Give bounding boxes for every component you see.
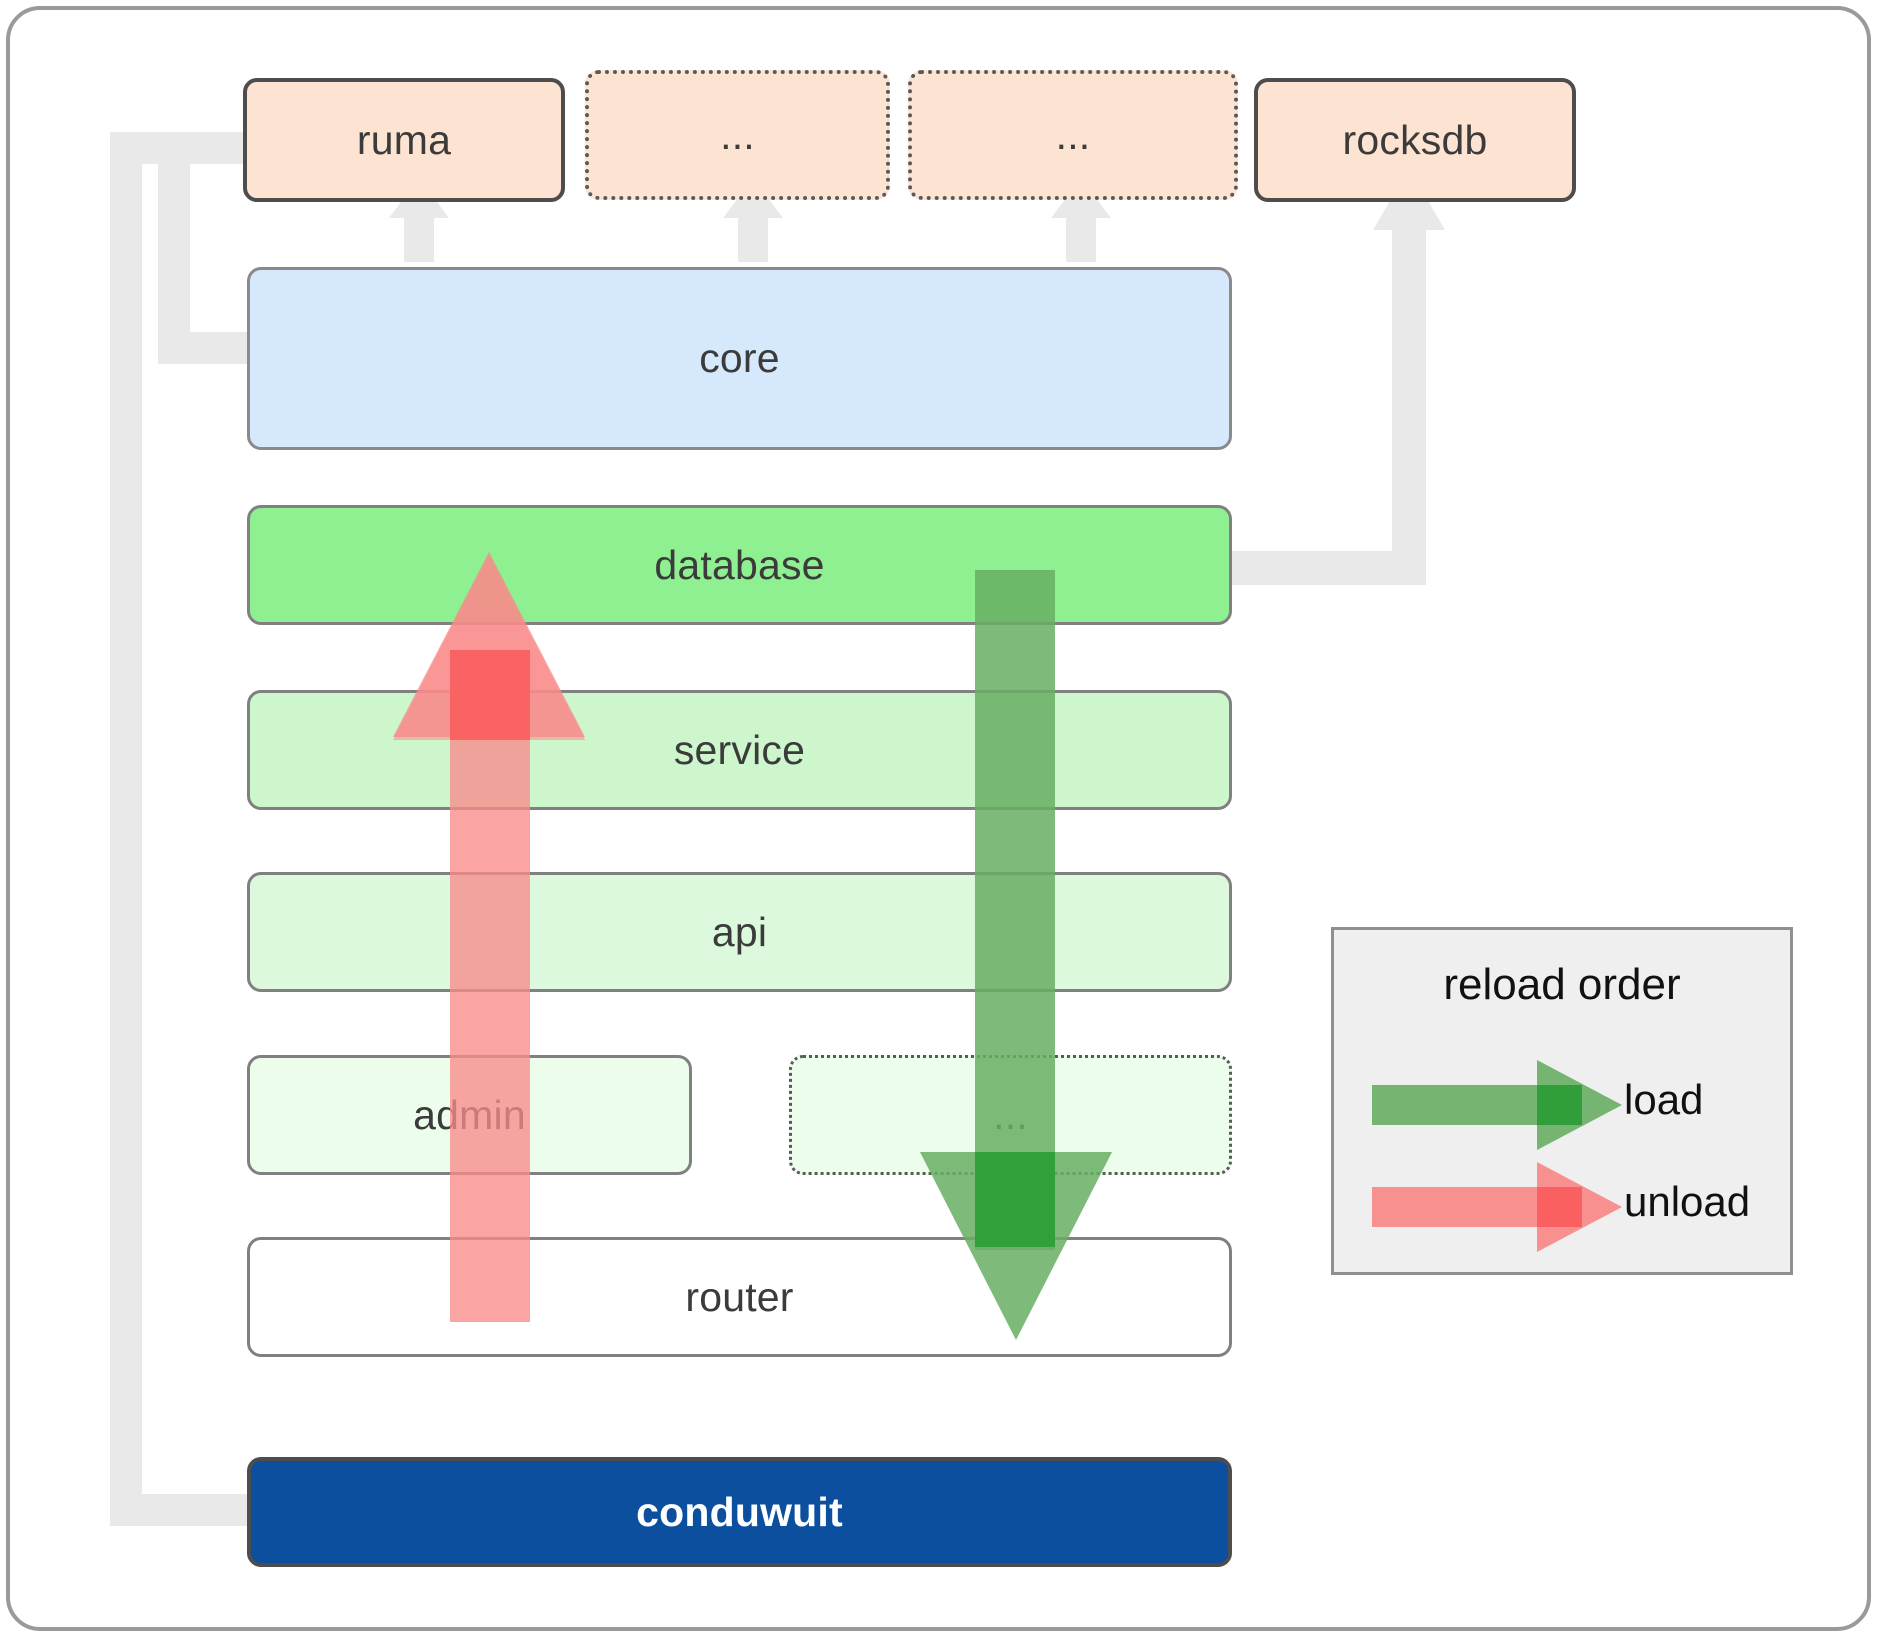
node-label: ruma bbox=[356, 116, 452, 163]
node-top-ellipsis-1[interactable]: ... bbox=[585, 70, 890, 200]
unload-arrow-icon bbox=[1372, 1162, 1622, 1252]
legend-title: reload order bbox=[1443, 960, 1681, 1009]
node-label: ... bbox=[1055, 111, 1091, 158]
node-label: admin bbox=[413, 1091, 526, 1138]
node-ruma[interactable]: ruma bbox=[243, 78, 565, 202]
legend-row-load: load bbox=[1334, 1060, 1790, 1150]
legend-row-unload: unload bbox=[1334, 1162, 1790, 1252]
node-service[interactable]: service bbox=[247, 690, 1232, 810]
node-label: ... bbox=[993, 1091, 1028, 1138]
node-admin[interactable]: admin bbox=[247, 1055, 692, 1175]
node-top-ellipsis-2[interactable]: ... bbox=[908, 70, 1238, 200]
node-conduwuit[interactable]: conduwuit bbox=[247, 1457, 1232, 1567]
node-label: rocksdb bbox=[1342, 116, 1488, 163]
node-label: ... bbox=[720, 111, 755, 158]
node-label: service bbox=[673, 726, 806, 773]
node-label: conduwuit bbox=[636, 1488, 843, 1535]
legend-panel: reload order load unload bbox=[1331, 927, 1793, 1275]
legend-label-unload: unload bbox=[1624, 1178, 1751, 1225]
node-database[interactable]: database bbox=[247, 505, 1232, 625]
node-core[interactable]: core bbox=[247, 267, 1232, 450]
load-arrow-icon bbox=[1372, 1060, 1622, 1150]
node-label: api bbox=[711, 908, 768, 955]
node-api[interactable]: api bbox=[247, 872, 1232, 992]
node-router[interactable]: router bbox=[247, 1237, 1232, 1357]
node-label: router bbox=[685, 1273, 794, 1320]
legend-label-load: load bbox=[1624, 1076, 1704, 1123]
node-label: core bbox=[699, 335, 780, 381]
node-rocksdb[interactable]: rocksdb bbox=[1254, 78, 1576, 202]
node-mid-ellipsis[interactable]: ... bbox=[789, 1055, 1232, 1175]
outer-frame bbox=[6, 6, 1871, 1631]
node-label: database bbox=[654, 541, 825, 588]
